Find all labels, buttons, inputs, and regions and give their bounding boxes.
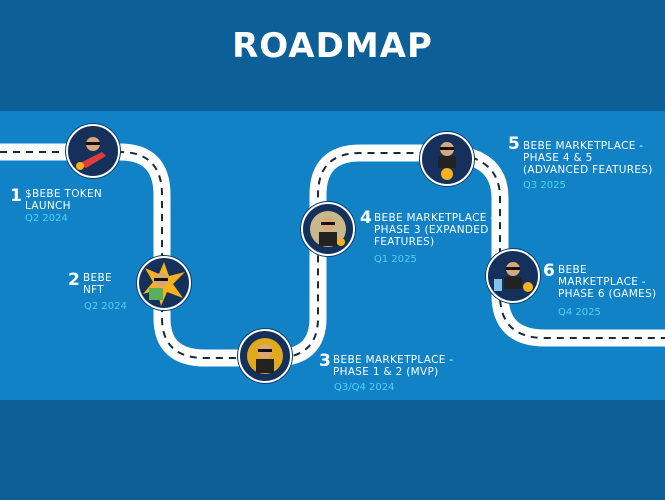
milestone-label-line: BEBE MARKETPLACE - [333,354,454,366]
milestone-label-line: PHASE 6 (GAMES) [558,288,657,300]
milestone-date: Q2 2024 [84,301,127,312]
milestone-number: 3 [319,351,331,371]
milestone-date: Q1 2025 [374,254,417,265]
milestone-label-line: MARKETPLACE - [558,276,646,288]
milestone-label-line: PHASE 1 & 2 (MVP) [333,366,439,378]
milestone-number: 1 [10,186,22,206]
milestone-label-line: BEBE [83,272,112,284]
marketplace-avatar-icon [238,329,292,383]
milestone-date: Q3 2025 [523,180,566,191]
milestone-number: 6 [543,261,555,281]
milestone-label-line: NFT [83,284,105,296]
milestone-label-line: PHASE 4 & 5 [523,152,593,164]
milestone-label-line: FEATURES) [374,236,435,248]
nft-avatar-icon [137,256,191,310]
milestone-number: 2 [68,270,80,290]
games-avatar-icon [486,249,540,303]
milestone-label-line: PHASE 3 (EXPANDED [374,224,489,236]
milestone-label-line: (ADVANCED FEATURES) [523,164,653,176]
milestone-label-line: LAUNCH [25,200,71,212]
milestone-date: Q3/Q4 2024 [334,382,395,393]
milestone-number: 4 [360,208,372,228]
page-title: ROADMAP [232,26,433,66]
milestone-label-line: BEBE MARKETPLACE - [523,140,644,152]
rocket-avatar-icon [66,124,120,178]
milestone-label-line: BEBE [558,264,587,276]
milestone-date: Q4 2025 [558,307,601,318]
expanded-avatar-icon [301,202,355,256]
milestone-label-line: $BEBE TOKEN [25,188,103,200]
milestone-number: 5 [508,134,520,154]
milestone-label-line: BEBE MARKETPLACE - [374,212,495,224]
coin-avatar-icon [420,132,474,186]
milestone-date: Q2 2024 [25,213,68,224]
